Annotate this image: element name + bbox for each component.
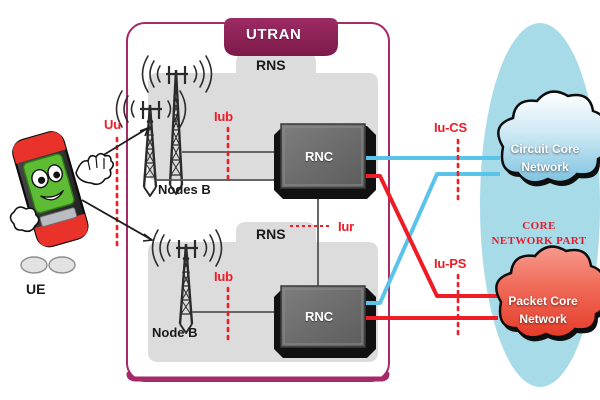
interface-label-iub-top: Iub bbox=[214, 109, 233, 124]
node-b-label-top: Nodes B bbox=[158, 182, 211, 197]
iu-ps-links bbox=[366, 174, 498, 320]
packet-core-label-line2: Network bbox=[519, 312, 567, 326]
rns-label-bottom: RNS bbox=[256, 226, 286, 242]
core-network-part-line1: CORE bbox=[522, 220, 556, 232]
utran-badge bbox=[224, 18, 338, 56]
circuit-core-cloud bbox=[497, 90, 600, 187]
interface-label-iu-ps: Iu-PS bbox=[434, 256, 467, 271]
interface-label-iur: Iur bbox=[338, 219, 355, 234]
circuit-core-label-line2: Network bbox=[521, 160, 569, 174]
interface-label-iub-bottom: Iub bbox=[214, 269, 233, 284]
rnc-box-top bbox=[274, 123, 376, 199]
rnc-label-top: RNC bbox=[305, 149, 334, 164]
interface-label-uu: Uu bbox=[104, 117, 121, 132]
rnc-label-bottom: RNC bbox=[305, 309, 334, 324]
iur-link bbox=[290, 190, 330, 286]
node-b-tower-bottom-1 bbox=[151, 229, 223, 334]
core-network-part-line2: NETWORK PART bbox=[491, 235, 587, 247]
node-b-tower-top-2 bbox=[115, 90, 187, 197]
utran-title: UTRAN bbox=[246, 26, 302, 43]
node-b-label-bottom: Node B bbox=[152, 325, 198, 340]
packet-core-label-line1: Packet Core bbox=[508, 294, 578, 308]
ue-device-icon bbox=[9, 131, 115, 274]
rnc-box-bottom bbox=[274, 285, 376, 358]
interface-label-iu-cs: Iu-CS bbox=[434, 120, 467, 135]
packet-core-cloud bbox=[495, 245, 600, 342]
rns-label-top: RNS bbox=[256, 57, 286, 73]
ue-label: UE bbox=[26, 281, 46, 297]
interface-markers bbox=[115, 126, 460, 342]
iub-links-top bbox=[156, 151, 283, 181]
circuit-core-label-line1: Circuit Core bbox=[510, 142, 580, 156]
node-b-tower-top-1 bbox=[141, 55, 213, 195]
